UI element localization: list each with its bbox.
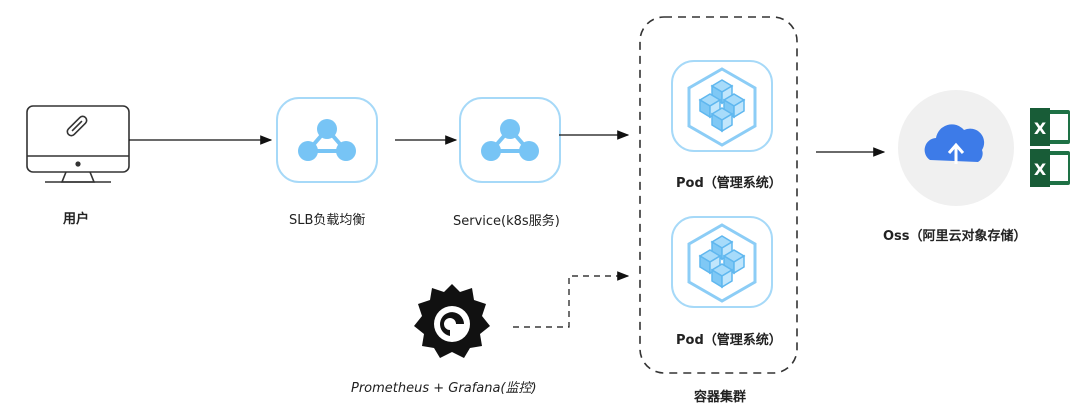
arrow-monitor-to-cluster (513, 271, 630, 328)
oss-label: Oss（阿里云对象存储） (883, 229, 1027, 244)
svg-text:X: X (1034, 160, 1047, 179)
excel-file-icon: X (1030, 108, 1070, 146)
network-node-icon (275, 96, 379, 184)
monitor-icon (26, 105, 130, 183)
monitor-label: Prometheus + Grafana(监控) (351, 381, 537, 396)
grafana-logo-icon (414, 284, 490, 358)
pod-bottom-label: Pod（管理系统） (676, 333, 782, 348)
cluster-label: 容器集群 (694, 390, 747, 405)
user-label: 用户 (63, 212, 90, 227)
excel-file-icon: X (1030, 149, 1070, 187)
cube-cluster-icon (670, 59, 774, 153)
cluster-boundary (639, 16, 798, 374)
slb-label: SLB负载均衡 (289, 213, 366, 228)
svg-text:X: X (1034, 119, 1047, 138)
cube-cluster-icon (670, 215, 774, 309)
service-label: Service(k8s服务) (453, 214, 560, 229)
pod-top-label: Pod（管理系统） (676, 176, 782, 191)
cloud-upload-icon (898, 90, 1014, 206)
network-node-icon (458, 96, 562, 184)
